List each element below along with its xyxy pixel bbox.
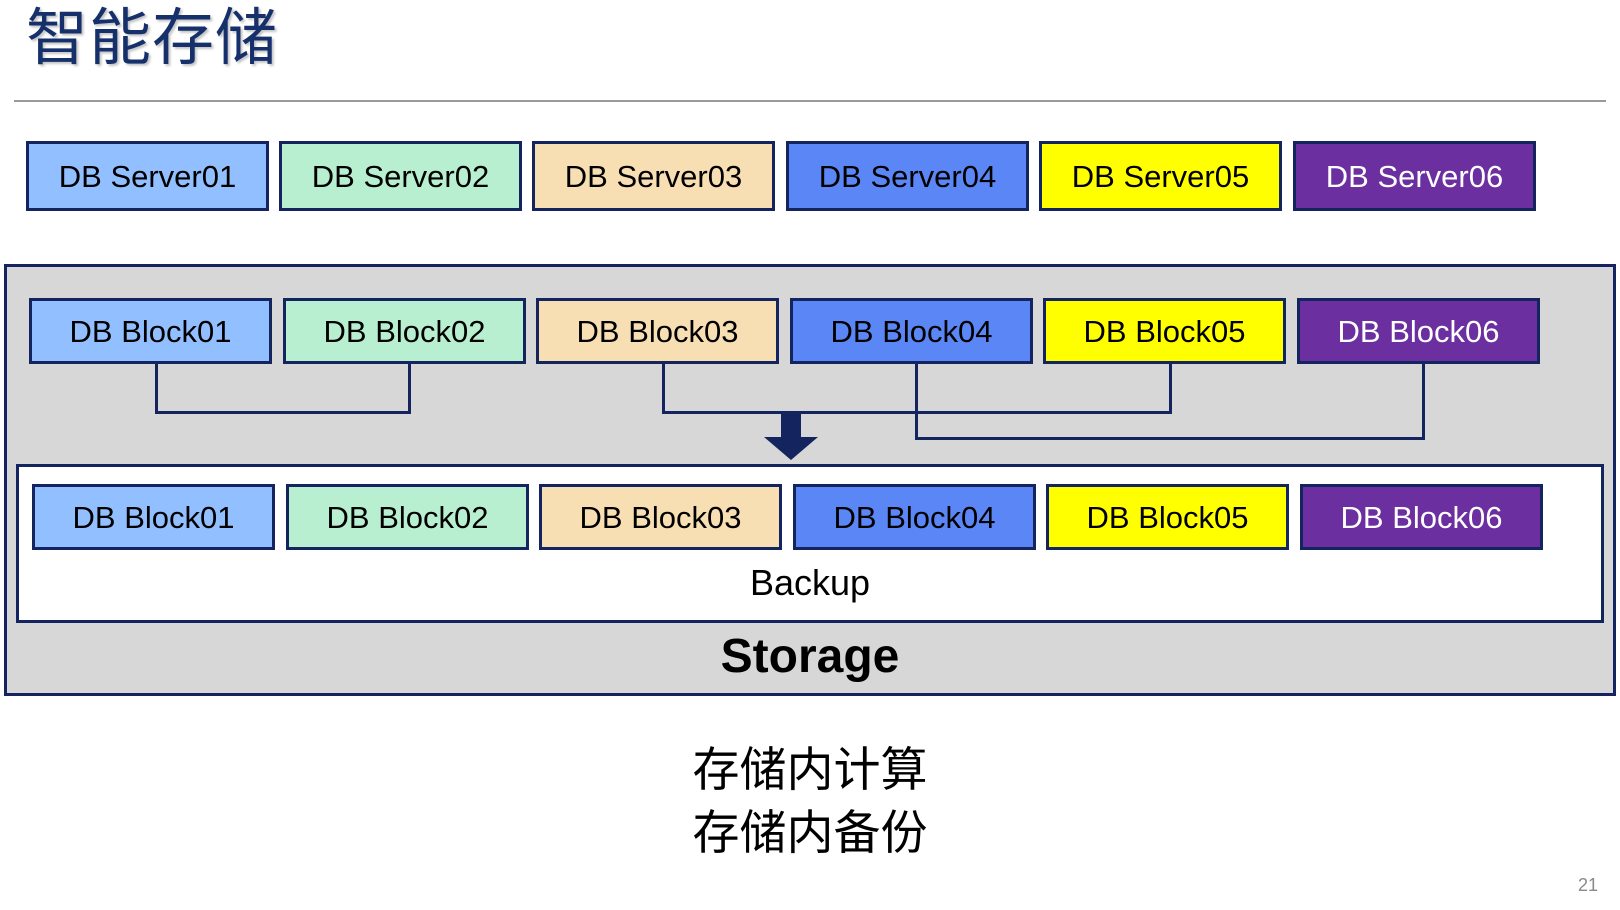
db-block-bottom-box-label: DB Block01 — [72, 499, 235, 535]
db-server-box-4: DB Server04 — [786, 141, 1029, 211]
connector-block06-vertical — [1422, 364, 1425, 440]
backup-label: Backup — [749, 562, 871, 603]
db-block-top-box-3: DB Block03 — [536, 298, 779, 364]
db-block-bottom-box-label: DB Block03 — [579, 499, 742, 535]
db-block-top-box-label: DB Block03 — [576, 313, 739, 349]
db-block-bottom-box-3: DB Block03 — [539, 484, 782, 550]
db-block-bottom-box-4: DB Block04 — [793, 484, 1036, 550]
db-block-top-box-label: DB Block04 — [830, 313, 993, 349]
storage-label: Storage — [720, 630, 900, 683]
storage-panel: DB Block01 DB Block02 DB Block03 DB Block04… — [4, 264, 1616, 696]
db-server-box-label: DB Server02 — [311, 158, 490, 194]
caption-block: 存储内计算 存储内备份 — [0, 738, 1620, 865]
connector-block02-vertical — [408, 364, 411, 414]
db-server-box-6: DB Server06 — [1293, 141, 1536, 211]
down-arrow-icon — [762, 411, 820, 461]
db-block-top-box-label: DB Block02 — [323, 313, 486, 349]
db-block-top-box-6: DB Block06 — [1297, 298, 1540, 364]
db-block-row-top: DB Block01 DB Block02 DB Block03 DB Block04… — [7, 298, 1613, 364]
db-block-bottom-box-1: DB Block01 — [32, 484, 275, 550]
caption-line-1: 存储内计算 — [692, 743, 928, 796]
db-server-box-5: DB Server05 — [1039, 141, 1282, 211]
db-block-top-box-1: DB Block01 — [29, 298, 272, 364]
connector-block01-vertical — [155, 364, 158, 414]
db-block-top-box-4: DB Block04 — [790, 298, 1033, 364]
connector-block01-block02-horizontal — [155, 411, 411, 414]
connector-block05-vertical — [1169, 364, 1172, 414]
db-server-box-label: DB Server01 — [58, 158, 237, 194]
db-server-box-3: DB Server03 — [532, 141, 775, 211]
db-server-box-label: DB Server06 — [1325, 158, 1504, 194]
page-title: 智能存储 — [26, 4, 279, 73]
db-block-bottom-box-6: DB Block06 — [1300, 484, 1543, 550]
db-block-top-box-5: DB Block05 — [1043, 298, 1286, 364]
page-number: 21 — [1577, 875, 1598, 895]
db-block-bottom-box-label: DB Block05 — [1086, 499, 1249, 535]
caption-line-2: 存储内备份 — [692, 806, 928, 860]
db-block-bottom-box-label: DB Block02 — [326, 499, 489, 535]
backup-box: DB Block01 DB Block02 DB Block03 DB Block04… — [16, 464, 1604, 623]
db-block-top-box-label: DB Block05 — [1083, 313, 1246, 349]
db-block-top-box-label: DB Block06 — [1337, 313, 1500, 349]
db-server-box-label: DB Server03 — [564, 158, 743, 194]
db-block-top-box-label: DB Block01 — [69, 313, 232, 349]
connector-block04-block06-horizontal — [915, 437, 1425, 440]
db-block-bottom-box-2: DB Block02 — [286, 484, 529, 550]
connector-block03-vertical — [662, 364, 665, 414]
db-block-bottom-box-5: DB Block05 — [1046, 484, 1289, 550]
db-server-box-label: DB Server04 — [818, 158, 997, 194]
db-server-box-label: DB Server05 — [1071, 158, 1250, 194]
title-divider — [14, 100, 1606, 102]
db-server-box-2: DB Server02 — [279, 141, 522, 211]
connector-block04-vertical — [915, 364, 918, 440]
db-block-bottom-box-label: DB Block04 — [833, 499, 996, 535]
db-block-top-box-2: DB Block02 — [283, 298, 526, 364]
db-block-bottom-box-label: DB Block06 — [1340, 499, 1503, 535]
db-block-row-bottom: DB Block01 DB Block02 DB Block03 DB Block04… — [10, 484, 1616, 550]
db-server-row: DB Server01 DB Server02 DB Server03 DB Serv… — [0, 141, 1620, 211]
db-server-box-1: DB Server01 — [26, 141, 269, 211]
